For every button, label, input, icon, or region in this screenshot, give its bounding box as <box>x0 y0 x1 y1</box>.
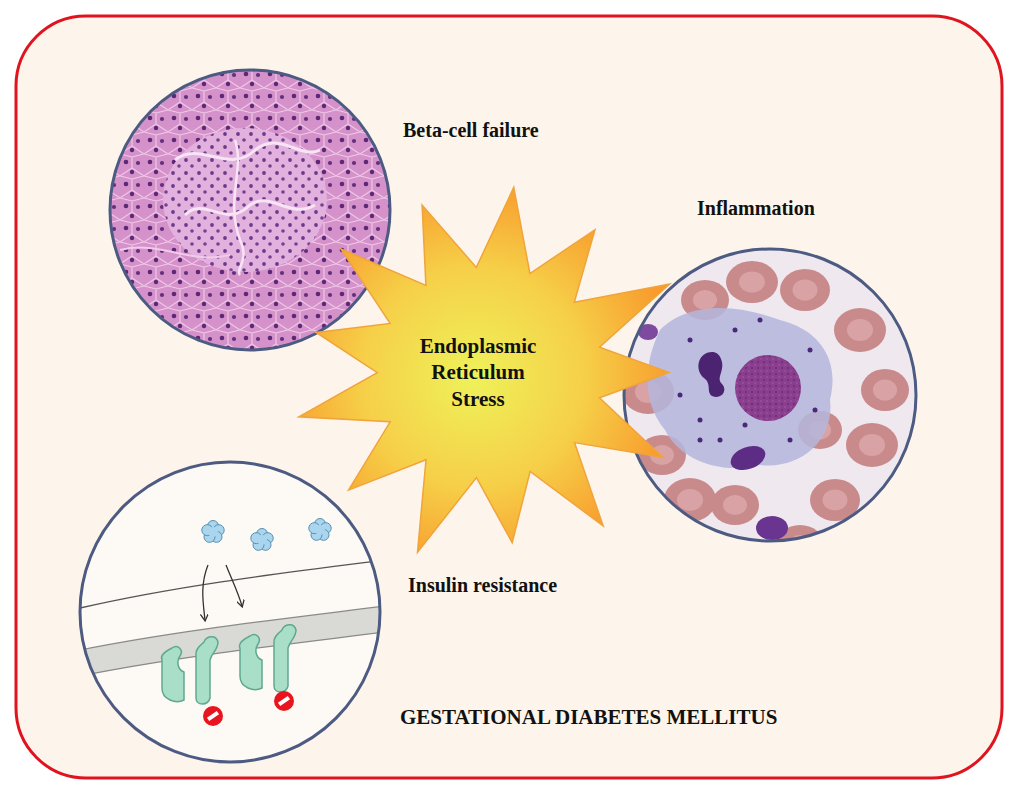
neutrophil-nucleus <box>698 352 724 397</box>
red-blood-cell-center <box>873 380 897 401</box>
binding-arrow <box>203 565 208 620</box>
red-blood-cell-center <box>677 489 703 511</box>
star-label: Endoplasmic Reticulum Stress <box>408 333 548 412</box>
image-circle: Inflammation <box>622 247 918 543</box>
granule <box>808 348 813 353</box>
image-circle: Insulin resistance <box>78 460 382 764</box>
circle-outline <box>108 68 392 352</box>
circle-border <box>624 249 916 541</box>
granule <box>733 328 738 333</box>
islet <box>163 128 327 272</box>
red-blood-cell-center <box>847 319 873 341</box>
diagram-title: GESTATIONAL DIABETES MELLITUS <box>400 705 777 730</box>
red-blood-cell <box>834 308 886 352</box>
red-blood-cell <box>668 527 712 563</box>
insulin-core <box>315 525 325 535</box>
circle-label: Beta-cell failure <box>403 118 539 142</box>
red-blood-cell-center <box>629 261 651 279</box>
red-blood-cell <box>861 369 909 411</box>
cell-membrane <box>80 606 385 676</box>
circle-border <box>80 462 380 762</box>
macrophage <box>648 308 833 468</box>
red-blood-cell <box>726 261 778 303</box>
circle-border <box>110 70 390 350</box>
red-blood-cells <box>618 252 922 565</box>
tissue-section <box>108 68 392 352</box>
insulin-core <box>257 535 267 545</box>
red-blood-cell-center <box>890 501 910 519</box>
circle-label: Insulin resistance <box>408 573 557 597</box>
membrane-line <box>80 560 385 608</box>
lymphocyte <box>727 442 768 475</box>
star-burst: Endoplasmic Reticulum Stress <box>285 180 695 565</box>
red-blood-cell-center <box>723 495 747 515</box>
granule <box>698 418 703 423</box>
red-blood-cell-center <box>859 434 885 456</box>
red-blood-cell-center <box>793 280 818 301</box>
red-blood-cell-center <box>823 490 848 511</box>
red-blood-cell <box>618 252 662 288</box>
granule <box>698 438 703 443</box>
red-blood-cell-center <box>679 536 701 554</box>
granule <box>678 393 683 398</box>
circle-outline <box>622 247 918 543</box>
insulin-receptor <box>161 625 296 704</box>
granule <box>688 338 693 343</box>
red-blood-cell <box>846 423 898 467</box>
granule <box>743 423 748 428</box>
star-burst-outline <box>299 187 670 552</box>
circle-outline <box>78 460 382 764</box>
red-blood-cell-center <box>693 290 717 310</box>
granule <box>813 408 818 413</box>
binding-arrow <box>226 565 242 606</box>
red-blood-cell <box>780 269 830 311</box>
red-blood-cell-center <box>889 261 911 279</box>
blocked-symbol <box>203 691 294 726</box>
image-circle: Beta-cell failure <box>108 68 392 352</box>
red-blood-cell-center <box>739 272 765 293</box>
cell-nucleus <box>735 355 801 421</box>
circle-label: Inflammation <box>697 196 815 220</box>
red-blood-cell <box>711 485 759 525</box>
lymphocyte <box>756 516 788 540</box>
red-blood-cell <box>880 492 920 528</box>
granule <box>718 438 723 443</box>
blood-smear <box>618 247 922 565</box>
red-blood-cell <box>878 252 922 288</box>
granule <box>758 318 763 323</box>
insulin-receptor-figure <box>78 460 385 764</box>
granules <box>678 318 818 443</box>
insulin-molecule <box>202 519 331 551</box>
granule <box>788 438 793 443</box>
outer-frame <box>16 16 1002 778</box>
insulin-core <box>208 527 218 537</box>
